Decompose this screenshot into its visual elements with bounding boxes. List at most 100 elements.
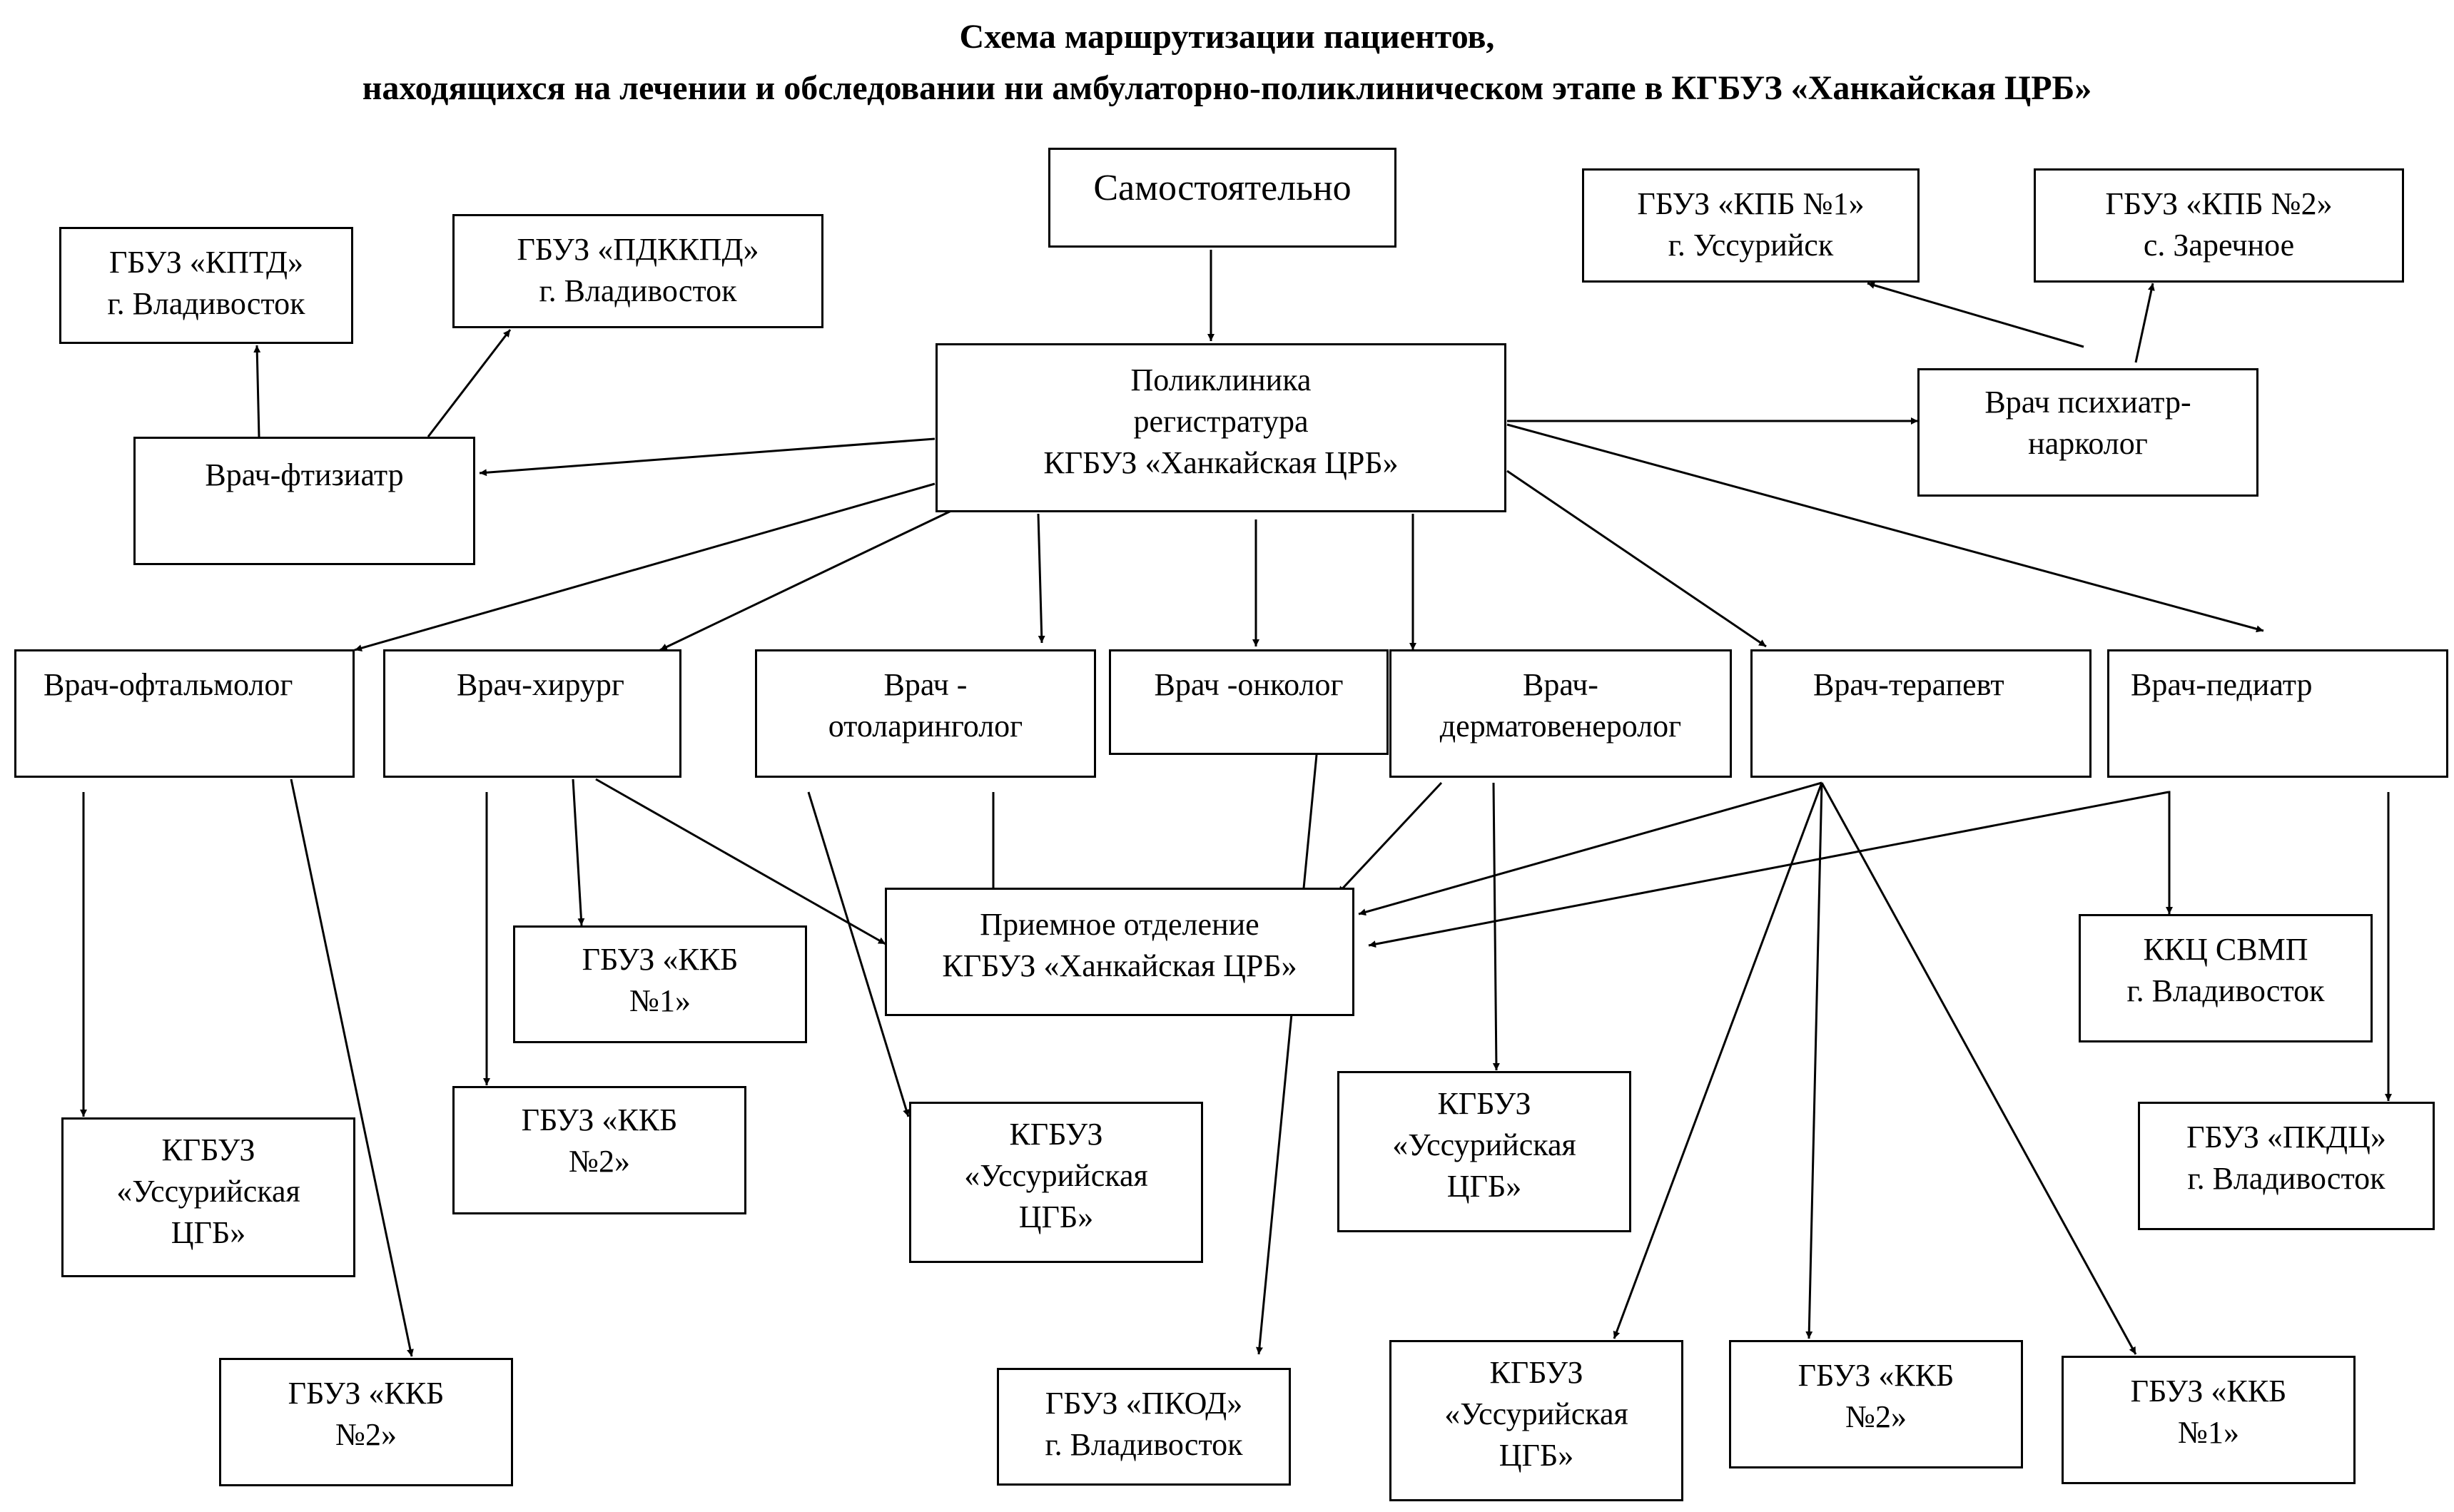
node-kpb1-line-1: ГБУЗ «КПБ №1» — [1637, 186, 1865, 221]
node-ussuri-cgb-therapy: КГБУЗ «Уссурийская ЦГБ» — [1389, 1340, 1683, 1501]
node-kkb1-h-line-1: ГБУЗ «ККБ — [582, 942, 739, 977]
node-ucgb-oft-line-3: ЦГБ» — [171, 1215, 246, 1250]
node-kkb1-ter-line-2: №1» — [2178, 1415, 2239, 1450]
node-kkc-svmp: ККЦ СВМП г. Владивосток — [2079, 914, 2373, 1042]
node-pkdc-line-1: ГБУЗ «ПКДЦ» — [2186, 1120, 2386, 1155]
node-kkb2-ter-line-2: №2» — [1845, 1399, 1907, 1434]
arrow-ter-to-ucgb — [1613, 782, 1823, 1339]
node-onko-line-1: Врач -онколог — [1154, 667, 1344, 702]
node-polyclinic-line-1: Поликлиника — [1130, 362, 1312, 397]
node-ucgb-otol-line-2: «Уссурийская — [964, 1158, 1148, 1193]
node-kkb2-ophthalmology: ГБУЗ «ККБ №2» — [219, 1358, 513, 1486]
node-kkb2-h-line-1: ГБУЗ «ККБ — [521, 1102, 678, 1137]
arrow-poly-to-otol — [1037, 513, 1045, 644]
node-psych-line-2: нарколог — [2028, 426, 2148, 461]
node-ftiziatr: Врач-фтизиатр — [133, 437, 475, 565]
node-kpb1: ГБУЗ «КПБ №1» г. Уссурийск — [1582, 168, 1920, 283]
node-oft-line-1: Врач-офтальмолог — [44, 667, 293, 702]
arrow-psych-to-kpb1 — [1867, 282, 2084, 348]
arrow-ter-to-kkb1 — [1820, 782, 2137, 1355]
node-kkb1-surgeon: ГБУЗ «ККБ №1» — [513, 925, 807, 1043]
arrow-poly-to-ftiz — [479, 437, 936, 477]
node-psychiatrist-narcologist: Врач психиатр- нарколог — [1917, 368, 2258, 497]
node-kpb1-line-2: г. Уссурийск — [1668, 228, 1834, 263]
node-kkb2-ter-line-1: ГБУЗ «ККБ — [1798, 1358, 1954, 1393]
node-ucgb-ter-line-1: КГБУЗ — [1489, 1355, 1583, 1390]
node-kkc-line-2: г. Владивосток — [2126, 973, 2325, 1008]
arrow-poly-to-ter — [1506, 470, 1767, 648]
node-surgeon: Врач-хирург — [383, 649, 681, 778]
arrow-onko-to-pkod — [1255, 754, 1318, 1355]
node-ucgb-derm-line-1: КГБУЗ — [1437, 1086, 1531, 1121]
node-therapist: Врач-терапевт — [1750, 649, 2092, 778]
node-kkb2-therapy: ГБУЗ «ККБ №2» — [1729, 1340, 2023, 1468]
arrow-ftiz-to-pdkkpd — [427, 329, 512, 437]
arrow-otol-to-ucgb — [807, 791, 910, 1117]
node-ucgb-ter-line-2: «Уссурийская — [1444, 1396, 1628, 1431]
node-kkb2-surgeon: ГБУЗ «ККБ №2» — [452, 1086, 746, 1214]
node-polyclinic-line-3: КГБУЗ «Ханкайская ЦРБ» — [1043, 445, 1399, 480]
node-pkdc: ГБУЗ «ПКДЦ» г. Владивосток — [2138, 1102, 2435, 1230]
node-ftiziatr-line-1: Врач-фтизиатр — [205, 457, 404, 492]
node-dermatovenerologist: Врач- дерматовенеролог — [1389, 649, 1732, 778]
node-pdkkpd: ГБУЗ «ПДККПД» г. Владивосток — [452, 214, 823, 328]
node-pdkkpd-line-1: ГБУЗ «ПДККПД» — [517, 232, 759, 267]
node-ucgb-oft-line-1: КГБУЗ — [161, 1132, 255, 1167]
arrow-oft-to-kkb2 — [290, 778, 414, 1357]
node-samostoyatelno: Самостоятельно — [1048, 148, 1396, 248]
arrow-ftiz-to-kptd — [253, 345, 261, 437]
arrow-ped-to-priem — [1368, 791, 2169, 948]
node-kkb2-oft-line-2: №2» — [335, 1417, 397, 1452]
node-hir-line-1: Врач-хирург — [457, 667, 624, 702]
node-kpb2-line-1: ГБУЗ «КПБ №2» — [2105, 186, 2333, 221]
node-ucgb-derm-line-3: ЦГБ» — [1446, 1169, 1522, 1204]
node-pdkkpd-line-2: г. Владивосток — [539, 273, 737, 308]
arrow-derm-to-priem — [1337, 781, 1443, 895]
arrow-psych-to-kpb2 — [2134, 283, 2155, 363]
node-ucgb-oft-line-2: «Уссурийская — [116, 1174, 300, 1209]
node-ucgb-otol-line-3: ЦГБ» — [1018, 1199, 1094, 1234]
node-reception-department: Приемное отделение КГБУЗ «Ханкайская ЦРБ… — [885, 888, 1354, 1016]
arrow-poly-to-ped — [1506, 423, 2264, 633]
node-priem-line-1: Приемное отделение — [980, 907, 1259, 942]
arrow-hir-to-kkb1 — [572, 778, 585, 926]
node-pkod: ГБУЗ «ПКОД» г. Владивосток — [997, 1368, 1291, 1486]
node-polyclinic-line-2: регистратура — [1133, 404, 1309, 439]
node-ucgb-ter-line-3: ЦГБ» — [1499, 1438, 1574, 1473]
node-kptd-line-2: г. Владивосток — [107, 286, 305, 321]
node-kpb2: ГБУЗ «КПБ №2» с. Заречное — [2034, 168, 2404, 283]
node-ussuri-cgb-otolaryngology: КГБУЗ «Уссурийская ЦГБ» — [909, 1102, 1203, 1263]
arrow-poly-to-hir — [659, 509, 953, 651]
node-kkb1-therapy: ГБУЗ «ККБ №1» — [2062, 1356, 2356, 1484]
node-ucgb-otol-line-1: КГБУЗ — [1009, 1117, 1103, 1152]
node-otol-line-2: отоларинголог — [828, 709, 1023, 744]
node-pkod-line-1: ГБУЗ «ПКОД» — [1045, 1386, 1243, 1421]
node-pkdc-line-2: г. Владивосток — [2187, 1161, 2385, 1196]
node-kkb1-ter-line-1: ГБУЗ «ККБ — [2130, 1374, 2287, 1409]
arrow-hir-to-priem — [595, 778, 886, 945]
arrow-ter-to-priem — [1358, 781, 1822, 916]
node-ophthalmologist: Врач-офтальмолог — [14, 649, 355, 778]
node-ussuri-cgb-dermatology: КГБУЗ «Уссурийская ЦГБ» — [1337, 1071, 1631, 1232]
node-kptd-line-1: ГБУЗ «КПТД» — [108, 245, 303, 280]
node-psych-line-1: Врач психиатр- — [1984, 385, 2191, 420]
node-priem-line-2: КГБУЗ «Ханкайская ЦРБ» — [942, 948, 1297, 983]
node-oncologist: Врач -онколог — [1109, 649, 1389, 755]
node-derm-line-2: дерматовенеролог — [1439, 709, 1682, 744]
node-ped-line-1: Врач-педиатр — [2131, 667, 2313, 702]
node-kkb2-h-line-2: №2» — [569, 1144, 630, 1179]
node-derm-line-1: Врач- — [1523, 667, 1598, 702]
node-kpb2-line-2: с. Заречное — [2143, 228, 2295, 263]
node-ussuri-cgb-ophthalmology: КГБУЗ «Уссурийская ЦГБ» — [61, 1117, 355, 1277]
arrow-poly-to-oft — [354, 482, 936, 652]
node-ucgb-derm-line-2: «Уссурийская — [1392, 1127, 1576, 1162]
node-otol-line-1: Врач - — [883, 667, 968, 702]
node-kptd: ГБУЗ «КПТД» г. Владивосток — [59, 227, 353, 344]
arrow-derm-to-ucgb — [1492, 782, 1500, 1071]
node-pkod-line-2: г. Владивосток — [1045, 1427, 1243, 1462]
node-polyclinic-registry: Поликлиника регистратура КГБУЗ «Ханкайск… — [936, 343, 1506, 512]
node-ter-line-1: Врач-терапевт — [1813, 667, 2004, 702]
node-kkb1-h-line-2: №1» — [629, 983, 691, 1018]
diagram-title-line-2: находящихся на лечении и обследовании ни… — [362, 69, 2092, 107]
